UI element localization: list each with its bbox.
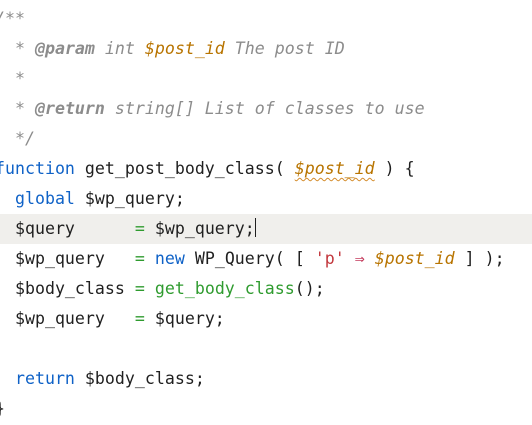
code-line-content: * [0,69,25,88]
code-token: /** [0,9,25,28]
code-line[interactable]: function get_post_body_class( $post_id )… [0,154,532,184]
code-line-content: $query = $wp_query; [0,218,257,238]
code-token [0,369,15,388]
code-token: = [134,219,145,238]
code-line[interactable]: * @param int $post_id The post ID [0,34,532,64]
code-token: ) { [374,159,415,178]
text-caret [254,218,257,237]
code-token: WP_Query( [ [184,249,315,268]
code-token [145,249,155,268]
code-line[interactable]: global $wp_query; [0,184,532,214]
code-line[interactable] [0,334,532,364]
code-line[interactable]: $wp_query = new WP_Query( [ 'p' ⇒ $post_… [0,244,532,274]
code-token: $post_id [374,249,455,268]
code-token: 'p' [314,249,345,268]
code-token: The post ID [224,39,345,58]
code-token: $wp_query [0,309,135,328]
code-token: return [14,369,75,388]
code-line[interactable]: * [0,64,532,94]
code-token: } [0,399,5,418]
code-token: string[] List of classes to use [104,99,425,118]
code-token: new [154,249,185,268]
code-token: $body_class [0,279,135,298]
code-token: int [94,39,145,58]
code-token: = [134,279,145,298]
code-token: $query; [144,309,225,328]
code-line-current[interactable]: $query = $wp_query; [0,214,532,244]
code-line[interactable]: return $body_class; [0,364,532,394]
code-token: global [14,189,75,208]
code-token: */ [14,129,35,148]
code-token: get_post_body_class( [74,159,295,178]
code-token: = [134,249,145,268]
code-token: * [14,69,25,88]
code-token: $wp_query; [74,189,185,208]
code-line[interactable]: * @return string[] List of classes to us… [0,94,532,124]
code-token: * [14,39,25,58]
code-token: @return [34,99,105,118]
code-token: = [134,309,145,328]
code-token: ⇒ [354,249,365,268]
code-token: $post_id [294,159,375,178]
code-token: * [14,99,25,118]
code-token: $body_class; [74,369,205,388]
code-line[interactable]: } [0,394,532,424]
code-token [345,249,355,268]
code-line[interactable]: $body_class = get_body_class(); [0,274,532,304]
code-line-content: return $body_class; [0,369,205,388]
code-token: $query [0,219,135,238]
code-token: function [0,159,75,178]
code-token: $wp_query [0,249,135,268]
code-line-content: function get_post_body_class( $post_id )… [0,159,415,178]
code-line-content: $wp_query = new WP_Query( [ 'p' ⇒ $post_… [0,249,505,268]
code-line-content: * @param int $post_id The post ID [0,39,345,58]
code-line-content: /** [0,9,25,28]
code-token: get_body_class [154,279,295,298]
code-token: ] ); [454,249,505,268]
code-line[interactable]: $wp_query = $query; [0,304,532,334]
code-line-content: $wp_query = $query; [0,309,225,328]
code-token: (); [294,279,325,298]
code-line[interactable]: /** [0,4,532,34]
code-line-content: */ [0,129,35,148]
code-line-content: $body_class = get_body_class(); [0,279,325,298]
code-token [145,279,155,298]
code-token: @param [34,39,95,58]
code-line[interactable]: */ [0,124,532,154]
code-line-content: global $wp_query; [0,189,185,208]
code-token: $post_id [144,39,225,58]
code-line-content: } [0,399,5,418]
code-token [0,189,15,208]
code-line-content: * @return string[] List of classes to us… [0,99,425,118]
code-token [365,249,375,268]
code-token: $wp_query; [144,219,255,238]
